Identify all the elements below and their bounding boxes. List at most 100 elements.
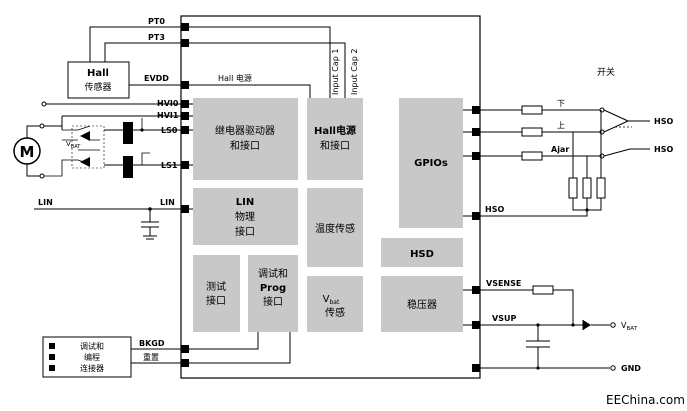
hall-sensor-box (67, 61, 130, 99)
gpio-internal-wires (463, 109, 472, 217)
debug-connector-box (42, 336, 132, 378)
debug-label-2: Prog (260, 283, 286, 294)
pulldown-1 (568, 177, 578, 199)
ls1-pin (181, 161, 189, 169)
vsense-node (571, 323, 575, 327)
switch-lever-2 (603, 120, 629, 133)
relay-driver-block (193, 98, 298, 180)
input-cap2-label: Input Cap 2 (350, 49, 359, 95)
lin-block-label-2: 物理 (235, 210, 255, 223)
watermark: EEChina.com (606, 393, 685, 407)
pulldown-3 (596, 177, 606, 199)
coil-node (140, 128, 144, 132)
relay-box-dashed (71, 125, 105, 169)
lin-capacitor (141, 209, 159, 240)
connector-label-1: 调试和 (80, 341, 104, 351)
pulldown-2 (582, 177, 592, 199)
test-label-1: 测试 (206, 280, 226, 293)
diode-2 (80, 157, 90, 167)
hso-pin (472, 212, 480, 220)
connector-pin-1 (49, 343, 55, 349)
relay-coil-2 (123, 156, 133, 178)
resistor-ajar (521, 151, 543, 161)
debug-prog-block (248, 255, 298, 332)
test-interface-block (193, 255, 240, 332)
temp-sensor-block (307, 188, 363, 267)
evdd-pin (181, 81, 189, 89)
relay-label-2: 和接口 (230, 139, 260, 152)
resistor-down (521, 105, 543, 115)
motor-label: M (20, 143, 35, 161)
gnd-terminal (610, 365, 616, 371)
reset-label: 重置 (143, 352, 159, 362)
connector-pin-3 (49, 365, 55, 371)
regulator-pin-wires (463, 289, 472, 326)
connector-pin-2 (49, 354, 55, 360)
pt0-wire (89, 26, 181, 62)
switch-ajar-label: Ajar (551, 145, 569, 154)
supply-capacitor (526, 325, 550, 368)
debug-internal-wires (189, 332, 291, 364)
relay-contacts (44, 125, 100, 177)
motor-vbat-label: VBAT (66, 140, 81, 150)
motor-vbat-main: V (66, 140, 71, 148)
debug-label-3: 接口 (263, 295, 283, 308)
vbat-out-sub: BAT (626, 326, 637, 332)
switch-down-label: 下 (557, 99, 565, 108)
coil-wires (104, 129, 181, 166)
relay-coil-1 (123, 122, 133, 144)
pt3-wire (104, 42, 181, 62)
gpio-pin-1 (472, 106, 480, 114)
input-cap2-wire (189, 42, 346, 98)
bkgd-pin (181, 345, 189, 353)
gpio-pin-2 (472, 128, 480, 136)
motor-vbat-sub: BAT (71, 144, 81, 150)
vbat-sense-block (307, 276, 363, 332)
switches-title: 开关 (597, 66, 615, 78)
motor-terminal-top (39, 123, 45, 129)
vsense-pin (472, 286, 480, 294)
hall-sensor-label-1: Hall (87, 68, 109, 79)
reset-pin (181, 359, 189, 367)
vbat-block-label: Vbat (323, 294, 340, 306)
lin-chip-label: LIN (160, 198, 175, 207)
pt0-label: PT0 (148, 17, 165, 26)
connector-label-2: 编程 (84, 352, 100, 362)
gnd-pin (472, 364, 480, 372)
hall-block-label-2: 和接口 (320, 139, 350, 152)
hso-pulldown-wire (480, 210, 588, 217)
test-label-2: 接口 (206, 294, 226, 307)
pt3-label: PT3 (148, 33, 165, 42)
vsup-pin (472, 321, 480, 329)
chip-outline (180, 15, 481, 379)
hvi0-pin (181, 100, 189, 108)
vbat-block-sub: bat (330, 299, 340, 306)
switch-up-label: 上 (557, 121, 565, 130)
gpios-block (399, 98, 463, 228)
motor-wires (26, 125, 40, 177)
motor-left-vertical (44, 116, 63, 130)
hall-block-label-1: Hall电源 (314, 124, 356, 137)
vsense-label: VSENSE (486, 279, 521, 288)
regulator-block (381, 276, 463, 332)
motor-terminal-bottom (39, 173, 45, 179)
lin-block-label-3: 接口 (235, 225, 255, 238)
debug-label-1: 调试和 (258, 267, 288, 280)
hso-label-2: HSO (654, 145, 673, 154)
switch-lever-1 (603, 109, 629, 122)
temp-label: 温度传感 (315, 222, 355, 235)
evdd-label: EVDD (144, 74, 169, 83)
gpio-pin-3 (472, 152, 480, 160)
hsd-label: HSD (410, 249, 434, 260)
vbat-block-main: V (323, 294, 330, 305)
hall-power-block (307, 98, 363, 180)
regulator-label: 稳压器 (407, 298, 437, 311)
input-cap1-label: Input Cap 1 (331, 49, 340, 95)
relay-label-1: 继电器驱动器 (215, 124, 275, 137)
hall-power-label: Hall 电源 (218, 73, 252, 83)
lin-ext-label: LIN (38, 198, 53, 207)
bkgd-label: BKGD (139, 339, 165, 348)
motor-node-top (41, 101, 47, 107)
vbat-out-label: VBAT (621, 321, 638, 332)
